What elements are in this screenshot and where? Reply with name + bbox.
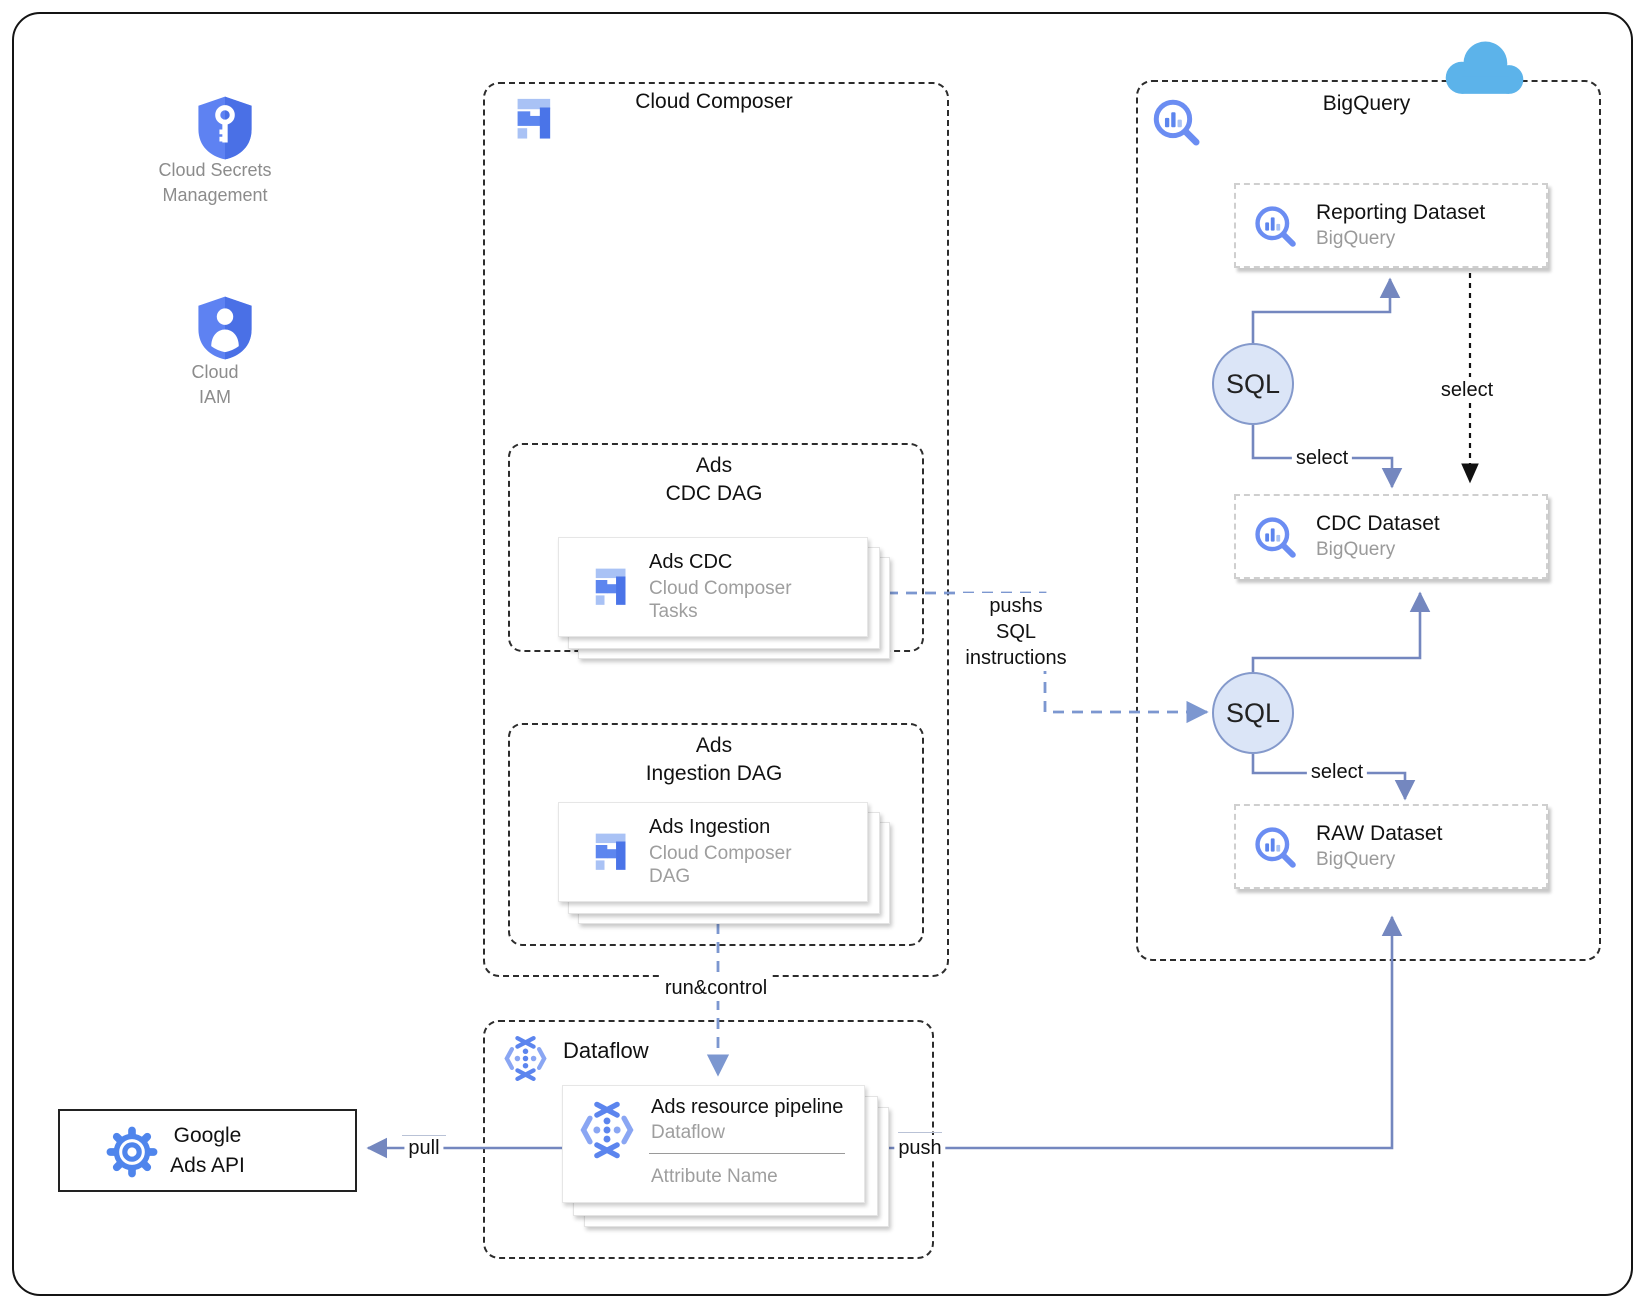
dataflow-title: Dataflow (563, 1038, 649, 1063)
label-tick (898, 1132, 942, 1133)
bigquery-title: BigQuery (1322, 92, 1411, 115)
ads-cdc-card-subtitle: Cloud Composer Tasks (649, 577, 792, 622)
reporting-dataset-subtitle: BigQuery (1316, 228, 1396, 249)
dataflow-icon (575, 1098, 639, 1162)
cloud-secrets-management-icon (196, 94, 254, 162)
edge-label-pushs-sql-instructions: pushs SQL instructions (961, 593, 1071, 671)
reporting-dataset-text: Reporting Dataset BigQuery (1316, 201, 1485, 250)
ads-cdc-card-title: Ads CDC (649, 550, 733, 573)
cdc-dataset-title: CDC Dataset (1316, 512, 1440, 535)
edge-label-pull: pull (404, 1135, 444, 1161)
dataflow-icon (500, 1033, 551, 1084)
edge-label-run-control: run&control (660, 975, 772, 1001)
ads-cdc-card-text: Ads CDC Cloud Composer Tasks (649, 551, 792, 623)
raw-dataset-node: RAW Dataset BigQuery (1234, 804, 1548, 889)
raw-dataset-title: RAW Dataset (1316, 822, 1443, 845)
pipeline-card-title: Ads resource pipeline (651, 1096, 844, 1118)
sql-node-bottom: SQL (1212, 672, 1294, 754)
ads-cdc-dag-title: Ads CDC DAG (665, 454, 763, 506)
google-ads-api-label: Google Ads API (170, 1124, 245, 1177)
cloud-composer-title: Cloud Composer (635, 90, 793, 113)
edge-label-select: select (1306, 759, 1368, 785)
ads-ingestion-dag-container (508, 723, 924, 946)
cloud-iam-label: Cloud IAM (191, 362, 239, 408)
reporting-dataset-node: Reporting Dataset BigQuery (1234, 183, 1548, 268)
bigquery-icon (1252, 514, 1298, 560)
ads-ingestion-dag-title: Ads Ingestion DAG (645, 734, 783, 786)
pipeline-card-divider (649, 1153, 845, 1154)
cdc-dataset-subtitle: BigQuery (1316, 539, 1396, 560)
ads-ingestion-card: Ads Ingestion Cloud Composer DAG (558, 802, 868, 902)
raw-dataset-subtitle: BigQuery (1316, 849, 1396, 870)
ads-ingestion-card-subtitle: Cloud Composer DAG (649, 842, 792, 887)
edge-label-select: select (1291, 445, 1353, 471)
cloud-composer-icon (587, 566, 629, 608)
bigquery-icon (1252, 203, 1298, 249)
ads-ingestion-card-title: Ads Ingestion (649, 815, 771, 838)
ads-ingestion-card-text: Ads Ingestion Cloud Composer DAG (649, 816, 792, 888)
cdc-dataset-node: CDC Dataset BigQuery (1234, 494, 1548, 579)
bigquery-icon (1252, 824, 1298, 870)
raw-dataset-text: RAW Dataset BigQuery (1316, 822, 1442, 871)
cloud-iam-icon (196, 294, 254, 362)
edge-label-select: select (1436, 377, 1498, 403)
sql-node-top: SQL (1212, 343, 1294, 425)
reporting-dataset-title: Reporting Dataset (1316, 201, 1486, 224)
cloud-composer-icon (587, 831, 629, 873)
cloud-secrets-management-label: Cloud Secrets Management (158, 160, 272, 206)
ads-cdc-card: Ads CDC Cloud Composer Tasks (558, 537, 868, 637)
label-tick (402, 1135, 446, 1136)
cdc-dataset-text: CDC Dataset BigQuery (1316, 512, 1440, 561)
google-ads-api-node: Google Ads API (58, 1109, 357, 1192)
bigquery-container (1136, 80, 1601, 961)
pipeline-card-attribute: Attribute Name (651, 1166, 778, 1187)
cloud-icon (1428, 32, 1536, 100)
diagram-outer-frame (12, 12, 1633, 1296)
edge-label-push: push (894, 1135, 946, 1161)
ads-resource-pipeline-card: Ads resource pipeline Dataflow Attribute… (562, 1085, 865, 1203)
pipeline-card-subtitle: Dataflow (651, 1122, 725, 1143)
